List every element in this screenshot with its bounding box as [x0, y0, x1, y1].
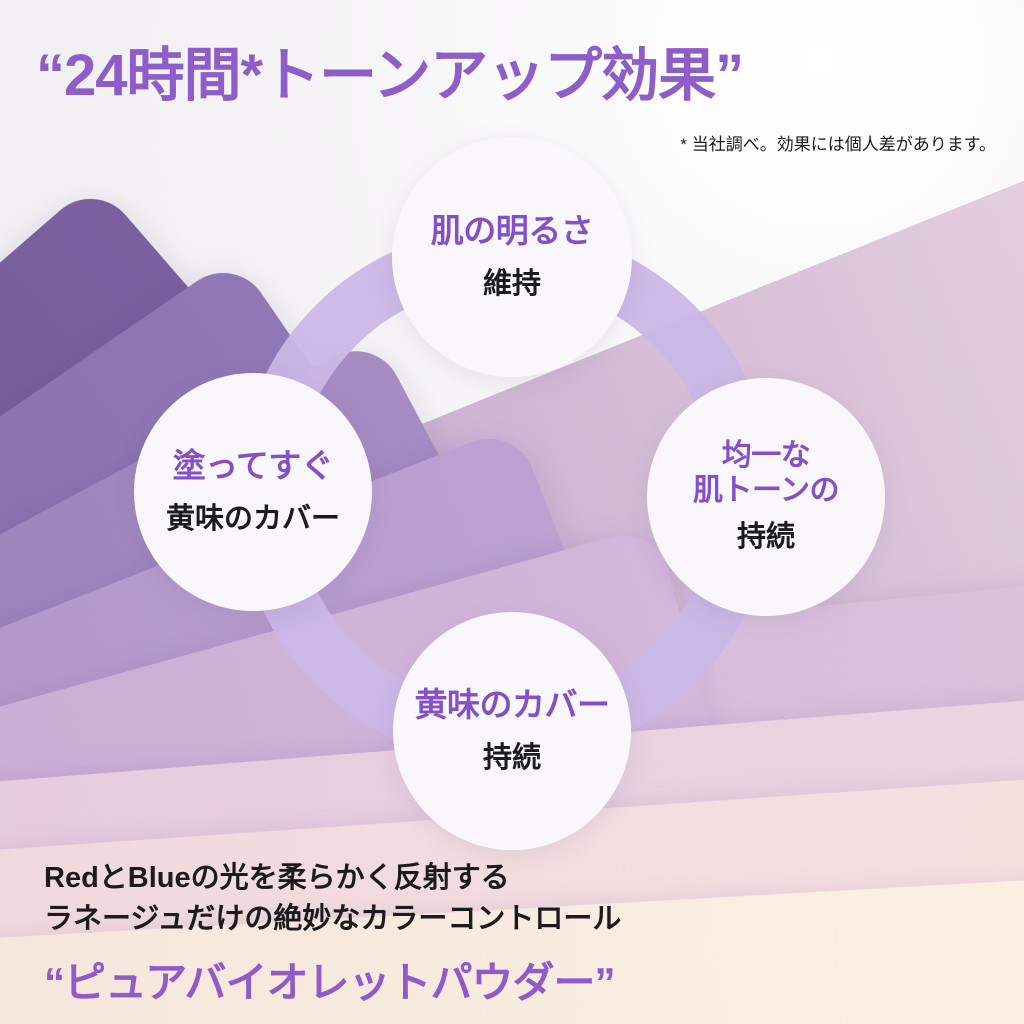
footer-line-2: ラネージュだけの絶妙なカラーコントロール: [44, 902, 622, 935]
benefit-headline: 肌の明るさ: [430, 212, 594, 250]
benefit-subtext: 持続: [482, 741, 541, 774]
benefit-headline: 塗ってすぐ: [172, 447, 334, 485]
benefit-subtext: 維持: [482, 267, 541, 300]
footer-line-1: RedとBlueの光を柔らかく反射する: [44, 862, 510, 894]
page-title: “24時間*トーンアップ効果”: [36, 43, 744, 108]
benefit-node-brightness: 肌の明るさ 維持: [392, 137, 632, 377]
benefit-node-instant-cover: 塗ってすぐ 黄味のカバー: [134, 373, 372, 611]
product-tagline: “ピュアバイオレットパウダー”: [44, 959, 615, 1007]
benefit-node-even-tone: 均一な 肌トーンの 持続: [647, 378, 885, 616]
benefit-node-yellow-cover: 黄味のカバー 持続: [393, 612, 631, 850]
benefit-subtext: 持続: [736, 521, 795, 554]
benefit-headline: 均一な 肌トーンの: [693, 438, 840, 507]
benefit-headline: 黄味のカバー: [414, 686, 611, 724]
footer-copy: RedとBlueの光を柔らかく反射する ラネージュだけの絶妙なカラーコントロール…: [44, 858, 621, 1010]
disclaimer-note: * 当社調べ。効果には個人差があります。: [680, 135, 996, 154]
benefit-subtext: 黄味のカバー: [165, 502, 340, 535]
